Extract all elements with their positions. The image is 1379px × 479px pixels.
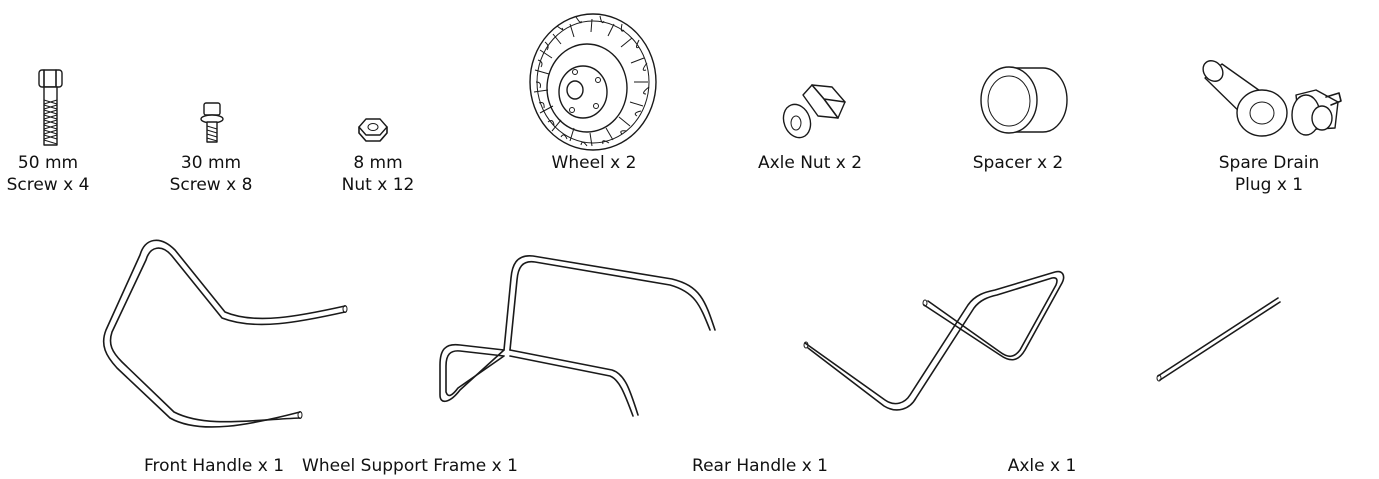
wheel-label: Wheel x 2 [551, 153, 637, 173]
spacer-label: Spacer x 2 [972, 153, 1064, 173]
wheel-support-frame-label: Wheel Support Frame x 1 [302, 456, 518, 476]
nut-8mm-label: 8 mm Nut x 12 [342, 152, 415, 196]
axle-label: Axle x 1 [1007, 456, 1077, 476]
screw-50mm-qty: Screw x 4 [6, 175, 90, 195]
screw-50mm-size: 50 mm [17, 153, 79, 173]
screw-50mm-label: 50 mm Screw x 4 [7, 152, 90, 196]
spare-drain-plug-line1: Spare Drain [1218, 153, 1320, 173]
nut-8mm-qty: Nut x 12 [341, 175, 415, 195]
spare-drain-plug-label: Spare Drain Plug x 1 [1219, 152, 1319, 196]
spare-drain-plug-line2: Plug x 1 [1234, 175, 1304, 195]
axle-nut-label: Axle Nut x 2 [757, 153, 863, 173]
rear-handle-label: Rear Handle x 1 [692, 456, 828, 476]
nut-8mm-size: 8 mm [353, 153, 403, 173]
front-handle-label: Front Handle x 1 [143, 456, 285, 476]
screw-30mm-size: 30 mm [180, 153, 242, 173]
screw-30mm-qty: Screw x 8 [169, 175, 253, 195]
screw-30mm-label: 30 mm Screw x 8 [170, 152, 253, 196]
